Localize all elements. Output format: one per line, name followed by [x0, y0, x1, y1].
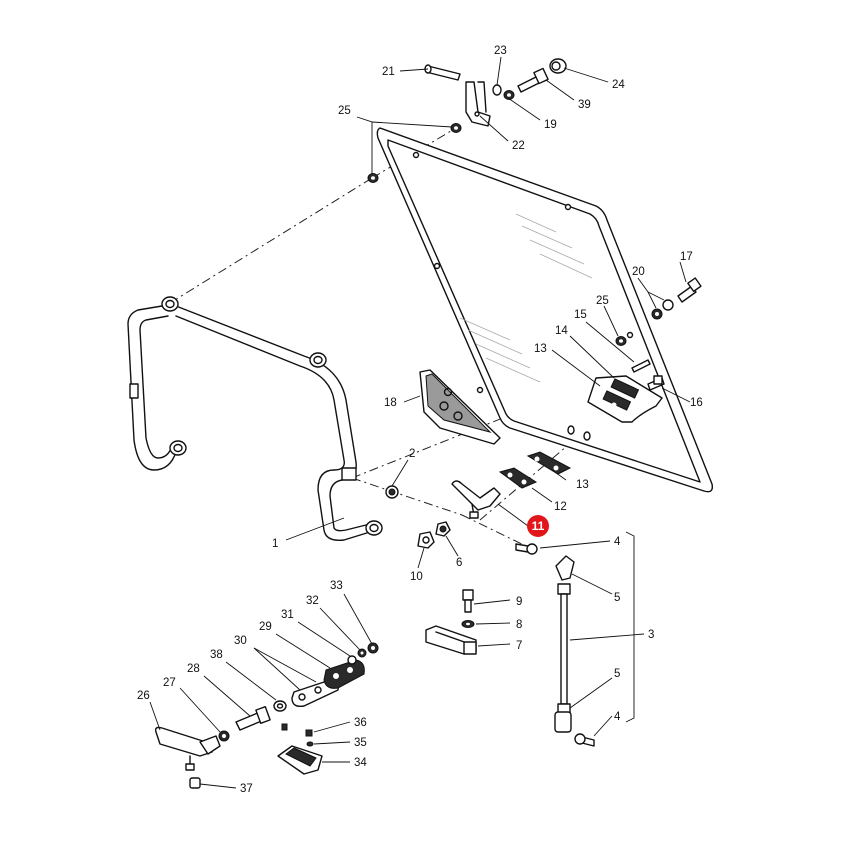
callout-32: 32	[306, 595, 319, 607]
bracket-16[interactable]	[587, 375, 665, 423]
highlighted-callout-11[interactable]: 11	[527, 515, 549, 537]
callout-3: 3	[648, 629, 654, 641]
callout-19: 19	[544, 119, 557, 131]
callout-33: 33	[330, 580, 343, 592]
washer-25-right[interactable]	[615, 336, 627, 346]
washer-8[interactable]	[461, 620, 475, 628]
gas-strut-3[interactable]	[554, 555, 575, 733]
top-hinge-bracket[interactable]	[465, 81, 491, 127]
screw-36b[interactable]	[281, 723, 288, 731]
washer-31[interactable]	[347, 655, 357, 665]
callout-8: 8	[516, 619, 522, 631]
callout-13-lower: 13	[576, 479, 589, 491]
callout-labels: 1 2 3 4 4 5 5 6 7 8 9 10 12 13 13 14 15 …	[137, 45, 703, 795]
handle-26[interactable]	[154, 726, 221, 771]
callout-34: 34	[354, 757, 367, 769]
callout-2: 2	[409, 448, 415, 460]
cap-24[interactable]	[549, 58, 567, 74]
washer-19[interactable]	[503, 90, 515, 100]
bracket-18[interactable]	[419, 369, 501, 445]
bracket-7[interactable]	[425, 625, 477, 655]
callout-10: 10	[410, 571, 423, 583]
top-pin-21[interactable]	[424, 64, 461, 81]
gasket-29[interactable]	[323, 659, 365, 689]
washer-27[interactable]	[218, 730, 230, 742]
callout-16: 16	[690, 397, 703, 409]
plate-13-upper[interactable]	[526, 451, 572, 475]
spacer-38[interactable]	[273, 700, 287, 712]
bolt-17[interactable]	[677, 277, 702, 303]
catch-34[interactable]	[277, 745, 323, 775]
callout-38: 38	[210, 649, 223, 661]
washer-25-left[interactable]	[367, 173, 379, 183]
callout-14: 14	[555, 325, 568, 337]
callout-18: 18	[384, 397, 397, 409]
callout-31: 31	[281, 609, 294, 621]
callout-24: 24	[612, 79, 625, 91]
bolt-9[interactable]	[462, 589, 474, 613]
callout-5-bottom: 5	[614, 668, 620, 680]
callout-35: 35	[354, 737, 367, 749]
callout-28: 28	[187, 663, 200, 675]
callout-29: 29	[259, 621, 272, 633]
callout-20: 20	[632, 266, 645, 278]
ball-stud-4-bottom[interactable]	[574, 733, 595, 747]
nut-10[interactable]	[417, 531, 435, 549]
callout-30: 30	[234, 635, 247, 647]
nut-6[interactable]	[435, 521, 451, 537]
callout-6: 6	[456, 557, 462, 569]
spindle-28[interactable]	[235, 706, 271, 731]
callout-9: 9	[516, 596, 522, 608]
screw-36[interactable]	[305, 729, 313, 737]
callout-12: 12	[554, 501, 567, 513]
frame-tube[interactable]	[127, 296, 383, 541]
highlight-marker[interactable]	[527, 515, 549, 537]
windscreen-glass[interactable]	[376, 127, 714, 493]
callout-5-top: 5	[614, 592, 620, 604]
holes-glass-lower[interactable]	[567, 425, 591, 441]
callout-7: 7	[516, 640, 522, 652]
callout-1: 1	[272, 538, 278, 550]
washer-35[interactable]	[306, 741, 314, 747]
washer-25-top[interactable]	[450, 123, 462, 133]
callout-25-top: 25	[338, 105, 351, 117]
callout-23: 23	[494, 45, 507, 57]
screw-15[interactable]	[631, 359, 651, 373]
callout-15: 15	[574, 309, 587, 321]
washer-2[interactable]	[385, 485, 399, 499]
callout-25-right: 25	[596, 295, 609, 307]
nut-33[interactable]	[367, 642, 379, 654]
washers-20[interactable]	[651, 299, 674, 320]
callout-37: 37	[240, 783, 253, 795]
top-ring-23[interactable]	[492, 84, 502, 96]
callout-39: 39	[578, 99, 591, 111]
callout-21: 21	[382, 66, 395, 78]
callout-36: 36	[354, 717, 367, 729]
latch-11[interactable]	[451, 480, 501, 519]
callout-4-top: 4	[614, 536, 621, 548]
bolt-39[interactable]	[517, 67, 549, 93]
callout-22: 22	[512, 140, 525, 152]
callout-26: 26	[137, 690, 150, 702]
leader-lines	[149, 56, 691, 789]
highlight-label: 11	[532, 519, 545, 533]
callout-4-bottom: 4	[614, 711, 621, 723]
callout-17: 17	[680, 251, 693, 263]
grommet-37[interactable]	[189, 777, 201, 789]
plate-12[interactable]	[498, 467, 538, 489]
ball-stud-4-top[interactable]	[515, 543, 538, 555]
callout-13-upper: 13	[534, 343, 547, 355]
callout-27: 27	[163, 677, 176, 689]
washer-32[interactable]	[357, 648, 367, 658]
